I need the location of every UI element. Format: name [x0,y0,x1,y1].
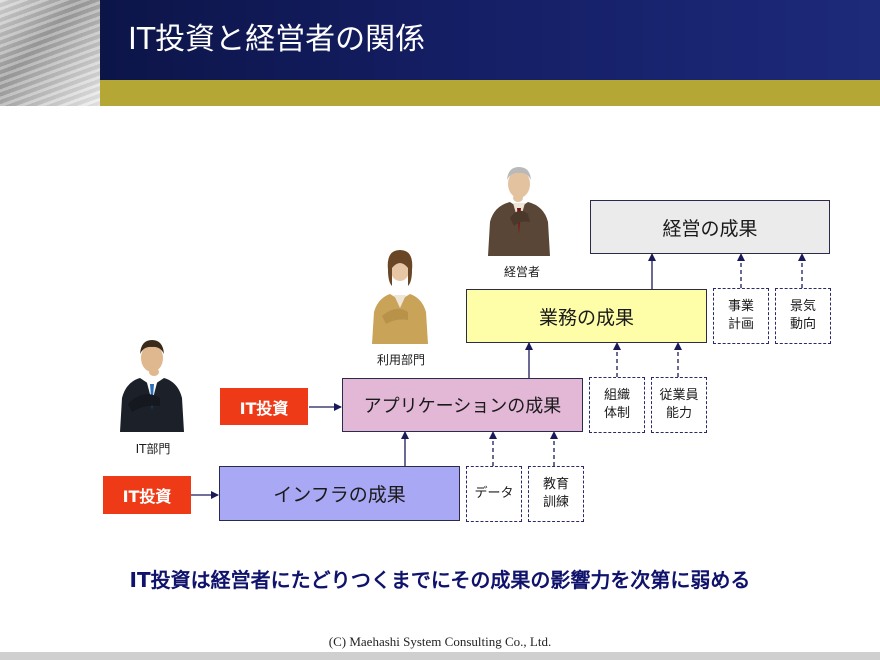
application-result-label: アプリケーションの成果 [363,396,562,417]
copyright-footer: (C) Maehashi System Consulting Co., Ltd. [328,634,552,649]
infra-result-label: インフラの成果 [273,484,406,506]
infra-result-box: インフラの成果 [219,466,460,521]
it-investment-app: IT投資 [220,388,308,425]
keyboard-photo [0,0,100,106]
factor-organization: 組織 体制 [589,377,645,433]
it-department-label: IT部門 [135,442,171,456]
management-result-box: 経営の成果 [590,200,830,254]
application-result-box: アプリケーションの成果 [342,378,583,432]
user-department-figure-icon [372,250,428,344]
management-result-label: 経営の成果 [662,217,758,240]
it-investment-infra: IT投資 [103,476,191,514]
executive-label: 経営者 [503,265,540,279]
footer-bar [0,652,880,660]
factor-training: 教育 訓練 [528,466,584,522]
business-result-label: 業務の成果 [538,306,634,329]
factor-economic-trend: 景気 動向 [775,288,831,344]
user-department-label: 利用部門 [376,353,425,367]
factor-employee-ability: 従業員 能力 [651,377,707,433]
page-title: IT投資と経営者の関係 [128,22,426,57]
header-bar [0,0,880,80]
header-accent-band [100,80,880,106]
business-result-box: 業務の成果 [466,289,707,343]
executive-figure-icon [488,167,550,256]
factor-business-plan: 事業 計画 [713,288,769,344]
it-department-figure-icon [120,340,184,432]
factor-data: データ [466,466,522,522]
conclusion-text: IT投資は経営者にたどりつくまでにその成果の影響力を次第に弱める [129,568,751,592]
